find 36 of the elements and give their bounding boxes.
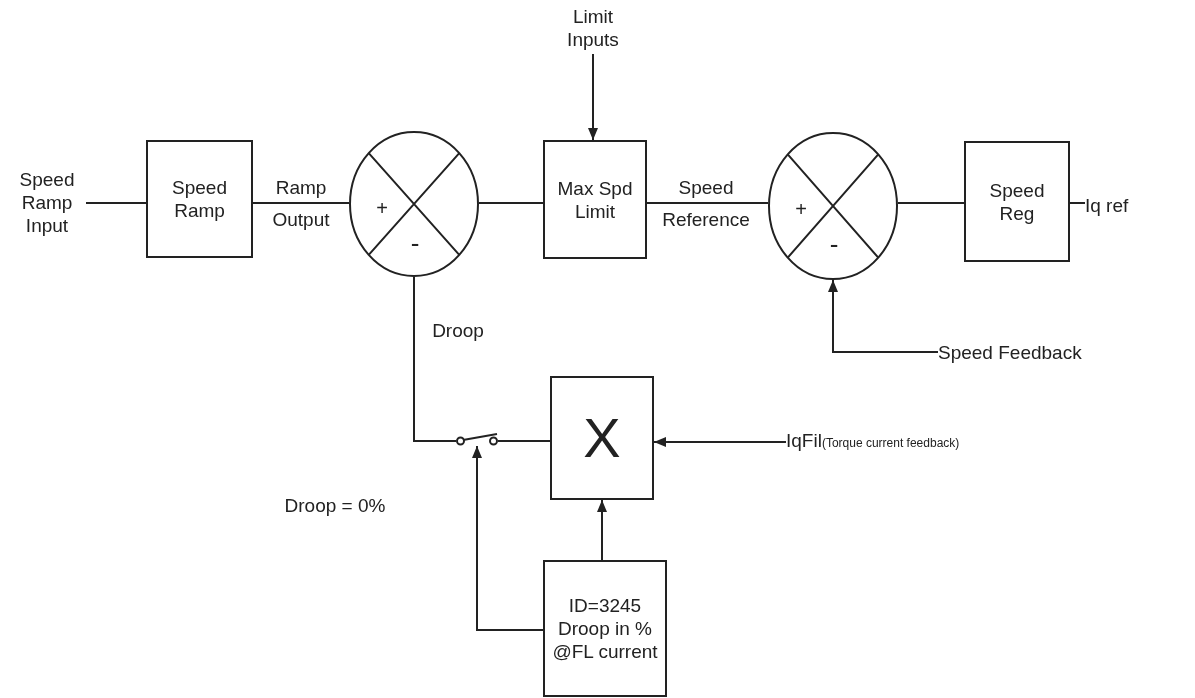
plus-sign: + [376,198,388,218]
signal-arrow [588,53,598,141]
block-label: ID=3245 Droop in % @FL current [552,595,658,662]
signal-arrow [472,445,544,631]
process-box [964,141,1070,262]
plus-sign: + [795,199,807,219]
process-box [543,560,667,697]
signal-line [85,202,147,204]
signal-line [413,276,457,442]
signal-label: IqFil [786,430,822,451]
signal-arrow [653,437,787,447]
block-label: X [583,406,621,469]
block-label: Speed Ramp [172,177,227,221]
signal-line [497,440,551,442]
signal-line [252,202,350,204]
signal-arrow [828,279,939,353]
note-text: Droop = 0% [284,493,386,517]
edge-label: Speed Reference [661,176,751,232]
minus-sign: - [410,230,420,256]
signal-arrow [597,499,607,561]
minus-sign: - [829,231,839,257]
signal-label: Speed Feedback [938,341,1082,363]
process-box [543,140,647,259]
process-box [550,376,654,500]
signal-label: Iq ref [1085,194,1129,216]
signal-line [1069,202,1086,204]
signal-label: (Torque current feedback) [821,436,960,450]
block-label: Max Spd Limit [557,177,633,222]
process-box [146,140,253,258]
signal-line [897,202,965,204]
block-label: Speed Reg [989,179,1045,224]
signal-label: Limit Inputs [567,6,619,50]
signal-label: Speed Ramp Input [19,168,75,236]
signal-line [646,202,769,204]
signal-line [478,202,544,204]
edge-label: Ramp Output [271,176,331,232]
